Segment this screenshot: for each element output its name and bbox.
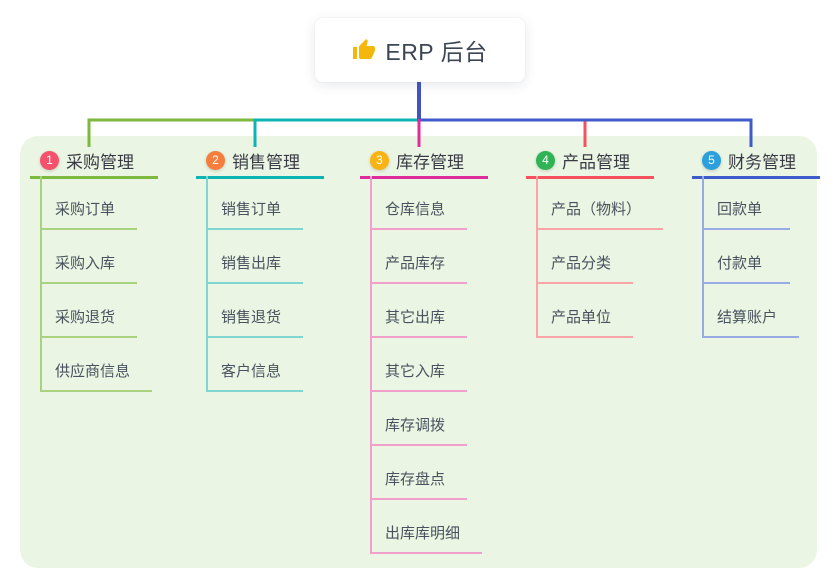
branch-finance: 5 财务管理 回款单 付款单 结算账户: [692, 148, 839, 338]
node-stock-transfer[interactable]: 库存调拨: [370, 392, 468, 446]
branch-label-inventory: 库存管理: [396, 153, 464, 172]
node-customer-info[interactable]: 客户信息: [206, 338, 304, 392]
node-sales-outbound[interactable]: 销售出库: [206, 230, 304, 284]
node-product-unit[interactable]: 产品单位: [536, 284, 634, 338]
node-receipt-bill[interactable]: 回款单: [702, 176, 790, 230]
branch-header-product[interactable]: 4 产品管理: [526, 148, 654, 179]
branch-header-finance[interactable]: 5 财务管理: [692, 148, 820, 179]
branch-label-product: 产品管理: [562, 153, 630, 172]
branch-header-inventory[interactable]: 3 库存管理: [360, 148, 488, 179]
node-purchase-return[interactable]: 采购退货: [40, 284, 138, 338]
branch-product: 4 产品管理 产品（物料） 产品分类 产品单位: [526, 148, 686, 338]
branch-purchasing: 1 采购管理 采购订单 采购入库 采购退货 供应商信息: [30, 148, 190, 392]
branch-label-finance: 财务管理: [728, 153, 796, 172]
mindmap-panel: [20, 136, 817, 568]
branch-children-finance: 回款单 付款单 结算账户: [702, 176, 800, 338]
branch-header-sales[interactable]: 2 销售管理: [196, 148, 324, 179]
node-product-category[interactable]: 产品分类: [536, 230, 634, 284]
branch-spine: [702, 176, 704, 338]
badge-3: 3: [370, 151, 389, 170]
root-node-label: ERP 后台: [385, 39, 488, 65]
node-supplier-info[interactable]: 供应商信息: [40, 338, 153, 392]
branch-spine: [370, 176, 372, 554]
badge-5: 5: [702, 151, 721, 170]
branch-spine: [206, 176, 208, 392]
branch-children-product: 产品（物料） 产品分类 产品单位: [536, 176, 664, 338]
branch-spine: [40, 176, 42, 392]
thumbs-up-icon: [352, 38, 376, 62]
branch-children-sales: 销售订单 销售出库 销售退货 客户信息: [206, 176, 304, 392]
branch-label-purchasing: 采购管理: [66, 153, 134, 172]
node-settlement-account[interactable]: 结算账户: [702, 284, 800, 338]
node-other-inbound[interactable]: 其它入库: [370, 338, 468, 392]
node-stock-taking[interactable]: 库存盘点: [370, 446, 468, 500]
node-purchase-order[interactable]: 采购订单: [40, 176, 138, 230]
branch-inventory: 3 库存管理 仓库信息 产品库存 其它出库 其它入库 库存调拨 库存盘点 出库库…: [360, 148, 520, 554]
node-product-stock[interactable]: 产品库存: [370, 230, 468, 284]
branch-sales: 2 销售管理 销售订单 销售出库 销售退货 客户信息: [196, 148, 356, 392]
node-outbound-detail[interactable]: 出库库明细: [370, 500, 483, 554]
node-other-outbound[interactable]: 其它出库: [370, 284, 468, 338]
branch-header-purchasing[interactable]: 1 采购管理: [30, 148, 158, 179]
node-product-material[interactable]: 产品（物料）: [536, 176, 664, 230]
node-warehouse-info[interactable]: 仓库信息: [370, 176, 468, 230]
badge-2: 2: [206, 151, 225, 170]
badge-4: 4: [536, 151, 555, 170]
branch-children-inventory: 仓库信息 产品库存 其它出库 其它入库 库存调拨 库存盘点 出库库明细: [370, 176, 483, 554]
node-purchase-inbound[interactable]: 采购入库: [40, 230, 138, 284]
node-sales-return[interactable]: 销售退货: [206, 284, 304, 338]
root-node[interactable]: ERP 后台: [315, 18, 525, 82]
badge-1: 1: [40, 151, 59, 170]
node-sales-order[interactable]: 销售订单: [206, 176, 304, 230]
branch-spine: [536, 176, 538, 338]
node-payment-bill[interactable]: 付款单: [702, 230, 790, 284]
branch-label-sales: 销售管理: [232, 153, 300, 172]
branch-children-purchasing: 采购订单 采购入库 采购退货 供应商信息: [40, 176, 153, 392]
